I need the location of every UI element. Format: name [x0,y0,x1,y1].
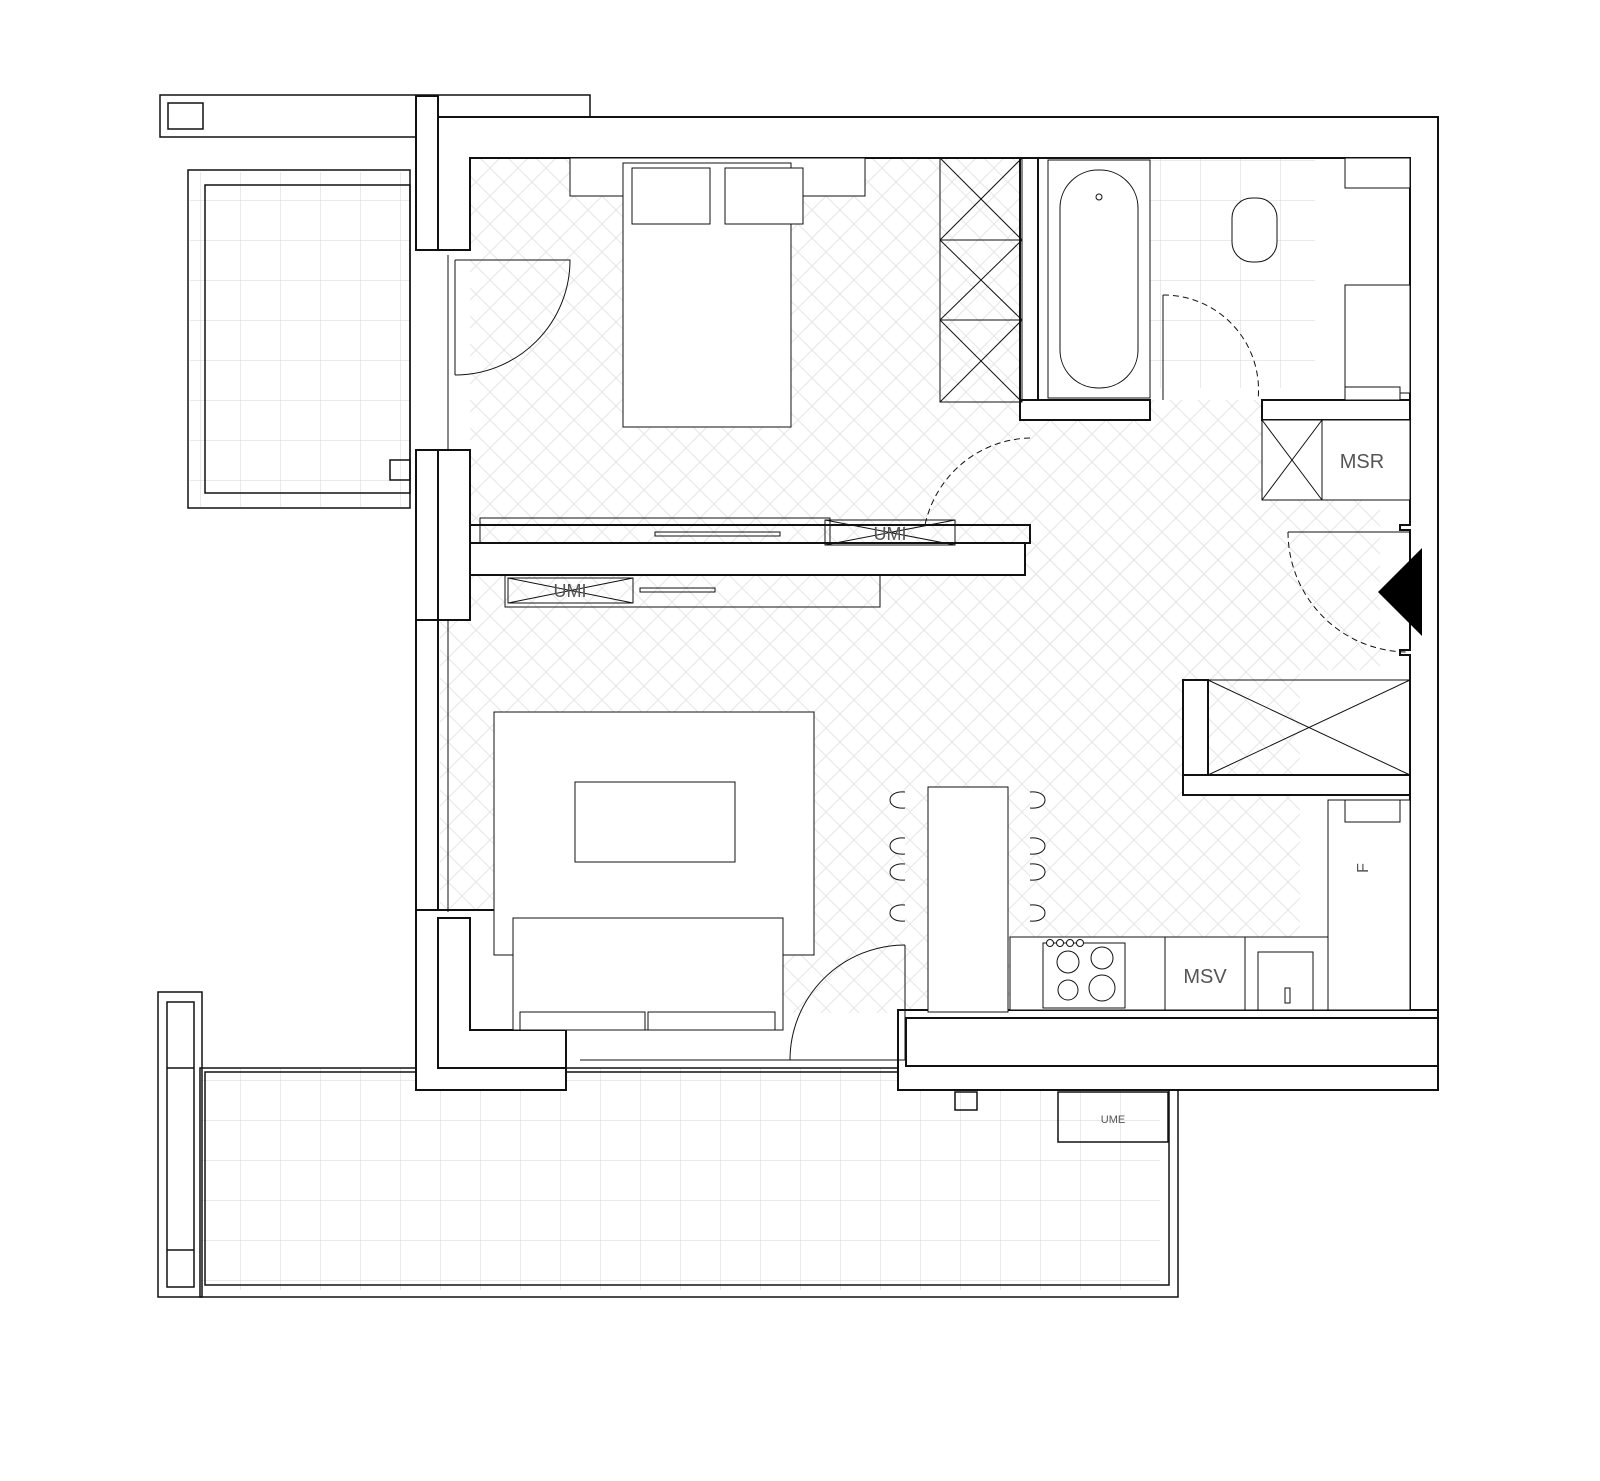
balcony-bottom-floor [200,1068,1160,1290]
kitchen-counter [1009,799,1411,1011]
terrace-door [580,944,906,1061]
fridge-label: F [1355,863,1372,873]
bathroom-door [1162,294,1260,401]
bedroom-wardrobe [939,157,1023,403]
bathroom-floor [1125,158,1315,388]
hallway-closet [1207,679,1411,776]
bathroom-sink [1344,157,1411,401]
balcony-bottom [157,991,1179,1298]
msv-label: MSV [1183,966,1227,988]
toilet [1231,197,1278,263]
umi-living-label: UMI [554,581,587,601]
bedroom-door-hall [924,437,1031,526]
bathtub [1047,159,1151,399]
entrance-door [1287,531,1410,653]
ume-label: UME [1101,1114,1125,1126]
bedroom-tv-unit [479,517,956,546]
sofa [512,917,784,1031]
dining-table [889,786,1046,1013]
msr-label: MSR [1340,451,1384,473]
msr-cabinet [1261,419,1411,501]
entrance-arrow-icon [1378,548,1422,636]
living-tv-unit [504,574,881,608]
bedroom-door [447,255,571,450]
umi-bedroom-label: UMI [874,524,907,544]
living-rug [493,711,815,956]
balcony-top-floor [190,172,410,507]
bed [569,157,866,428]
